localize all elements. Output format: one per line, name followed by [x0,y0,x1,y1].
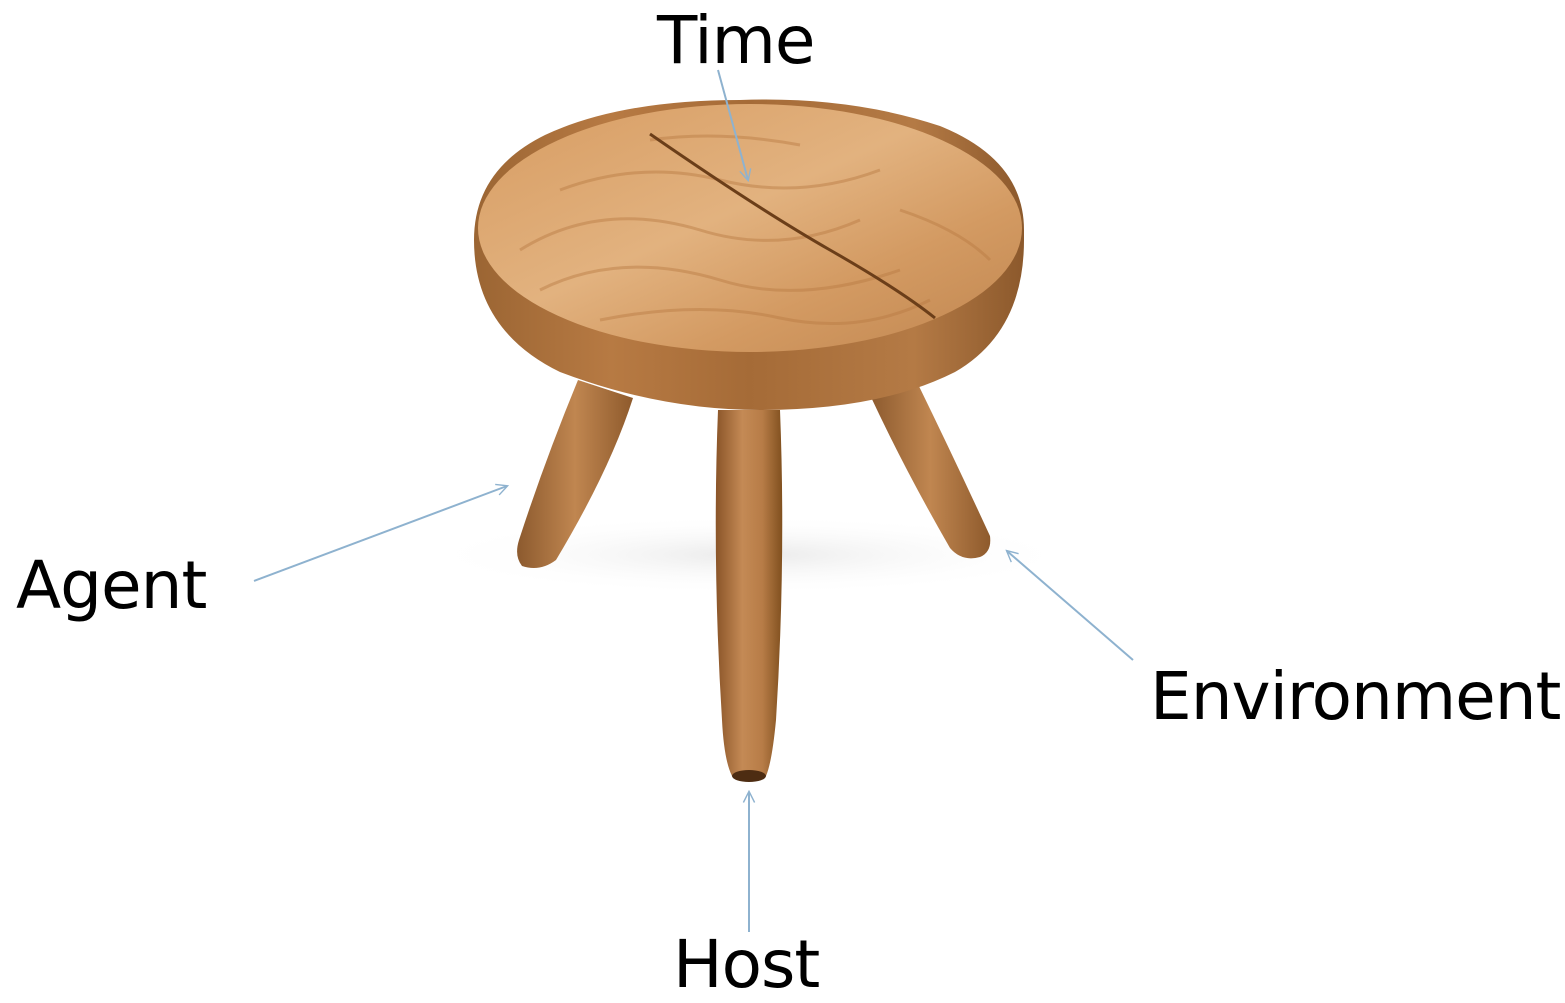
label-host: Host [673,932,819,998]
stool-seat-top [478,104,1022,352]
label-environment: Environment [1150,664,1560,730]
label-agent: Agent [16,553,206,619]
arrow-environment [1007,551,1133,660]
leg-front-foot [732,770,766,782]
label-time: Time [657,8,815,74]
stool-leg-front [716,410,783,781]
